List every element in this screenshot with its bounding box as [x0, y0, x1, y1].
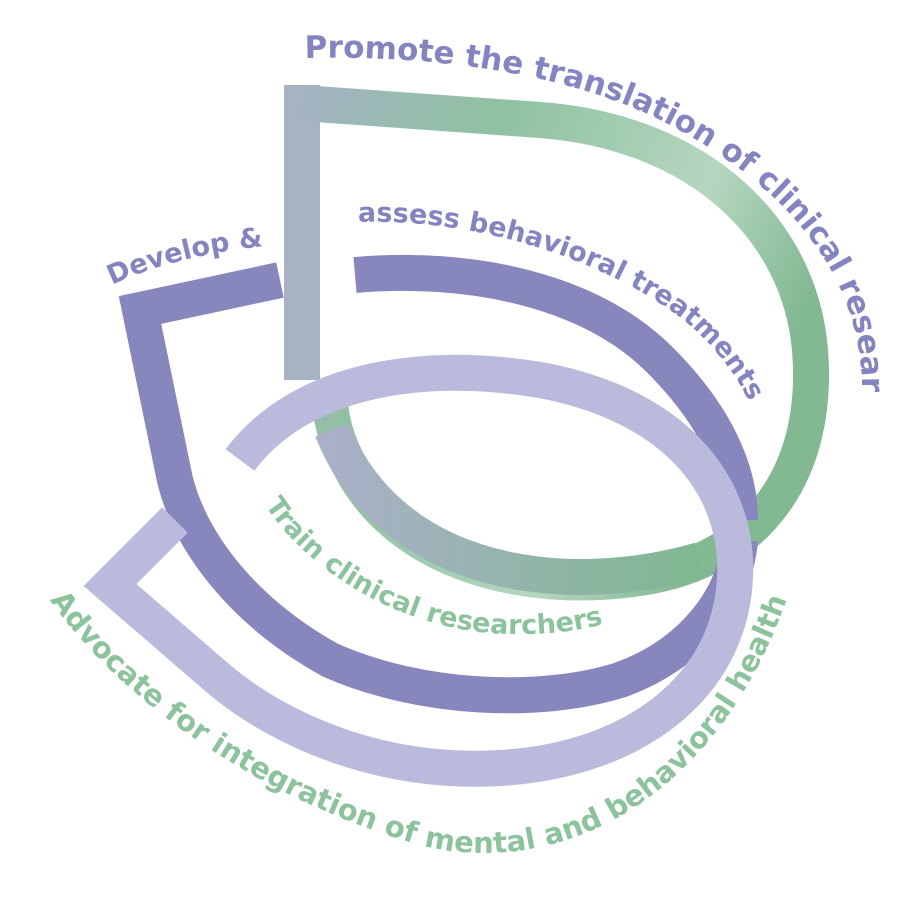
- lavender-ribbon: [83, 354, 754, 787]
- purple-ribbon: [118, 254, 758, 714]
- inner-green-curve: [315, 423, 706, 595]
